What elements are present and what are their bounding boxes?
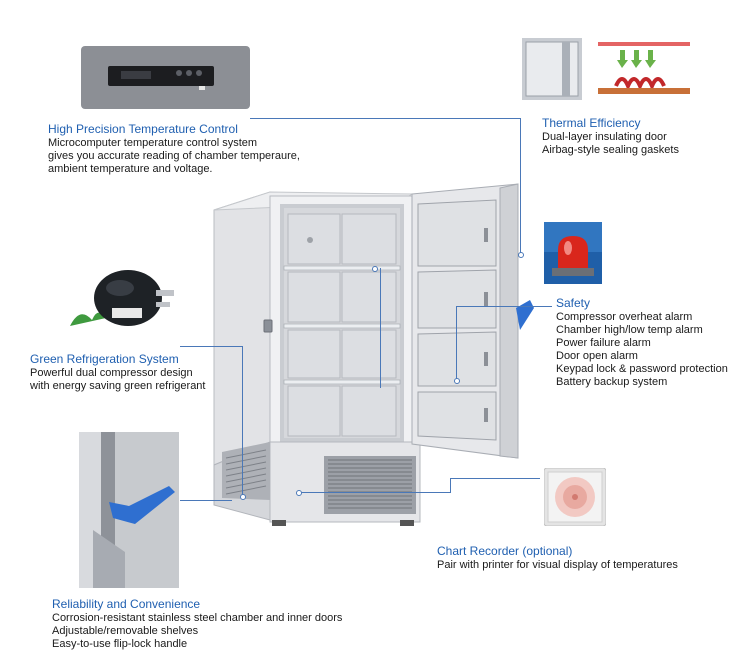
leader-safety [456, 306, 552, 307]
leader-dot-thermal [518, 252, 524, 258]
door-gasket-icon [522, 38, 690, 100]
leader-reliability [180, 500, 232, 501]
compressor-icon [70, 270, 174, 326]
reliability-desc-line: Adjustable/removable shelves [52, 625, 199, 637]
safety-item: Chamber high/low temp alarm [556, 324, 703, 336]
leader-thermal [520, 118, 521, 253]
leader-safety-v [456, 306, 457, 380]
leader-dot-shelf [372, 266, 378, 272]
leader-green [180, 346, 242, 347]
leader-green-v [242, 346, 243, 496]
safety-item: Keypad lock & password protection [556, 363, 728, 375]
green-refrigeration-desc-line: with energy saving green refrigerant [30, 380, 206, 392]
leader-temp-control [250, 118, 520, 119]
thermal-efficiency-title: Thermal Efficiency [542, 116, 641, 130]
temp-control-title: High Precision Temperature Control [48, 122, 238, 136]
leader-dot-green [240, 494, 246, 500]
reliability-desc-line: Easy-to-use flip-lock handle [52, 638, 188, 650]
chart-recorder-title: Chart Recorder (optional) [437, 544, 573, 558]
leader-reliability-v [380, 268, 381, 388]
reliability-desc-line: Corrosion-resistant stainless steel cham… [52, 612, 343, 624]
freezer-illustration [213, 183, 534, 526]
leader-chart [300, 492, 450, 493]
temp-control-desc-line: ambient temperature and voltage. [48, 163, 213, 175]
flip-lock-handle-icon [79, 432, 179, 588]
green-refrigeration-desc-line: Powerful dual compressor design [30, 367, 193, 379]
temp-control-desc-line: gives you accurate reading of chamber te… [48, 150, 300, 162]
control-panel-icon [81, 46, 250, 109]
temp-control-desc-line: Microcomputer temperature control system [48, 137, 258, 149]
thermal-efficiency-desc-line: Airbag-style sealing gaskets [542, 144, 679, 156]
green-refrigeration-title: Green Refrigeration System [30, 352, 179, 366]
chart-recorder-desc-line: Pair with printer for visual display of … [437, 559, 678, 571]
reliability-title: Reliability and Convenience [52, 597, 201, 611]
safety-item: Door open alarm [556, 350, 638, 362]
safety-item: Compressor overheat alarm [556, 311, 693, 323]
leader-chart-h2 [450, 478, 540, 479]
chart-recorder-icon [544, 468, 606, 526]
thermal-efficiency-desc-line: Dual-layer insulating door [542, 131, 667, 143]
leader-chart-v [450, 478, 451, 493]
leader-dot-safety [454, 378, 460, 384]
safety-item: Power failure alarm [556, 337, 651, 349]
safety-title: Safety [556, 296, 591, 310]
alarm-siren-icon [544, 222, 602, 284]
leader-dot-chart [296, 490, 302, 496]
safety-item: Battery backup system [556, 376, 668, 388]
